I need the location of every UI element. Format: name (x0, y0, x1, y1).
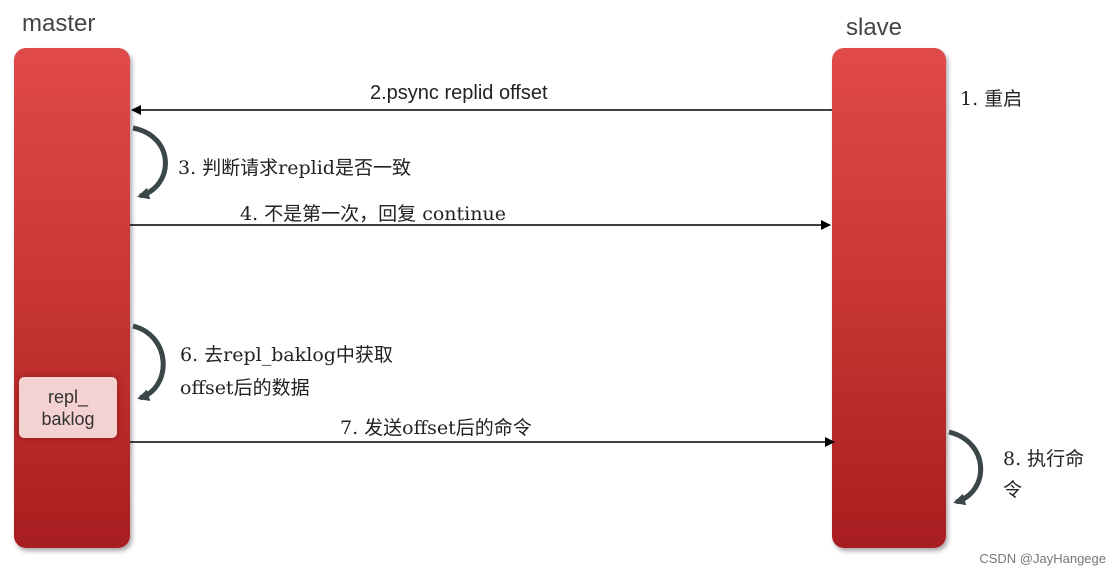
repl-baklog-box: repl_ baklog (19, 377, 117, 438)
slave-label: slave (846, 14, 903, 41)
watermark-credit: CSDN @JayHangege (979, 551, 1106, 566)
step-7-send-commands: 7. 发送offset后的命令 (340, 417, 532, 439)
step-8-execute: 8. 执行命 令 (1003, 444, 1084, 502)
loop-arrow-read-baklog (132, 323, 166, 402)
loop-arrow-check-replid (132, 125, 168, 200)
step-6-line-1: 6. 去repl_baklog中获取 (180, 344, 393, 366)
step-8-line-1: 8. 执行命 (1003, 448, 1085, 470)
step-6-read-baklog: 6. 去repl_baklog中获取 offset后的数据 (180, 340, 393, 400)
step-3-check-replid: 3. 判断请求replid是否一致 (178, 157, 411, 179)
master-lifeline (14, 48, 130, 548)
loop-arrow-execute (948, 429, 984, 506)
slave-lifeline (832, 48, 946, 548)
step-2-psync: 2.psync replid offset (370, 82, 548, 104)
step-6-line-2: offset后的数据 (180, 377, 310, 399)
master-label: master (22, 10, 96, 37)
baklog-line-1: repl_ (47, 386, 89, 407)
step-4-continue: 4. 不是第一次，回复 continue (240, 203, 506, 225)
baklog-line-2: baklog (41, 408, 95, 429)
step-1-restart: 1. 重启 (960, 88, 1023, 110)
step-8-line-2: 令 (1003, 479, 1023, 501)
